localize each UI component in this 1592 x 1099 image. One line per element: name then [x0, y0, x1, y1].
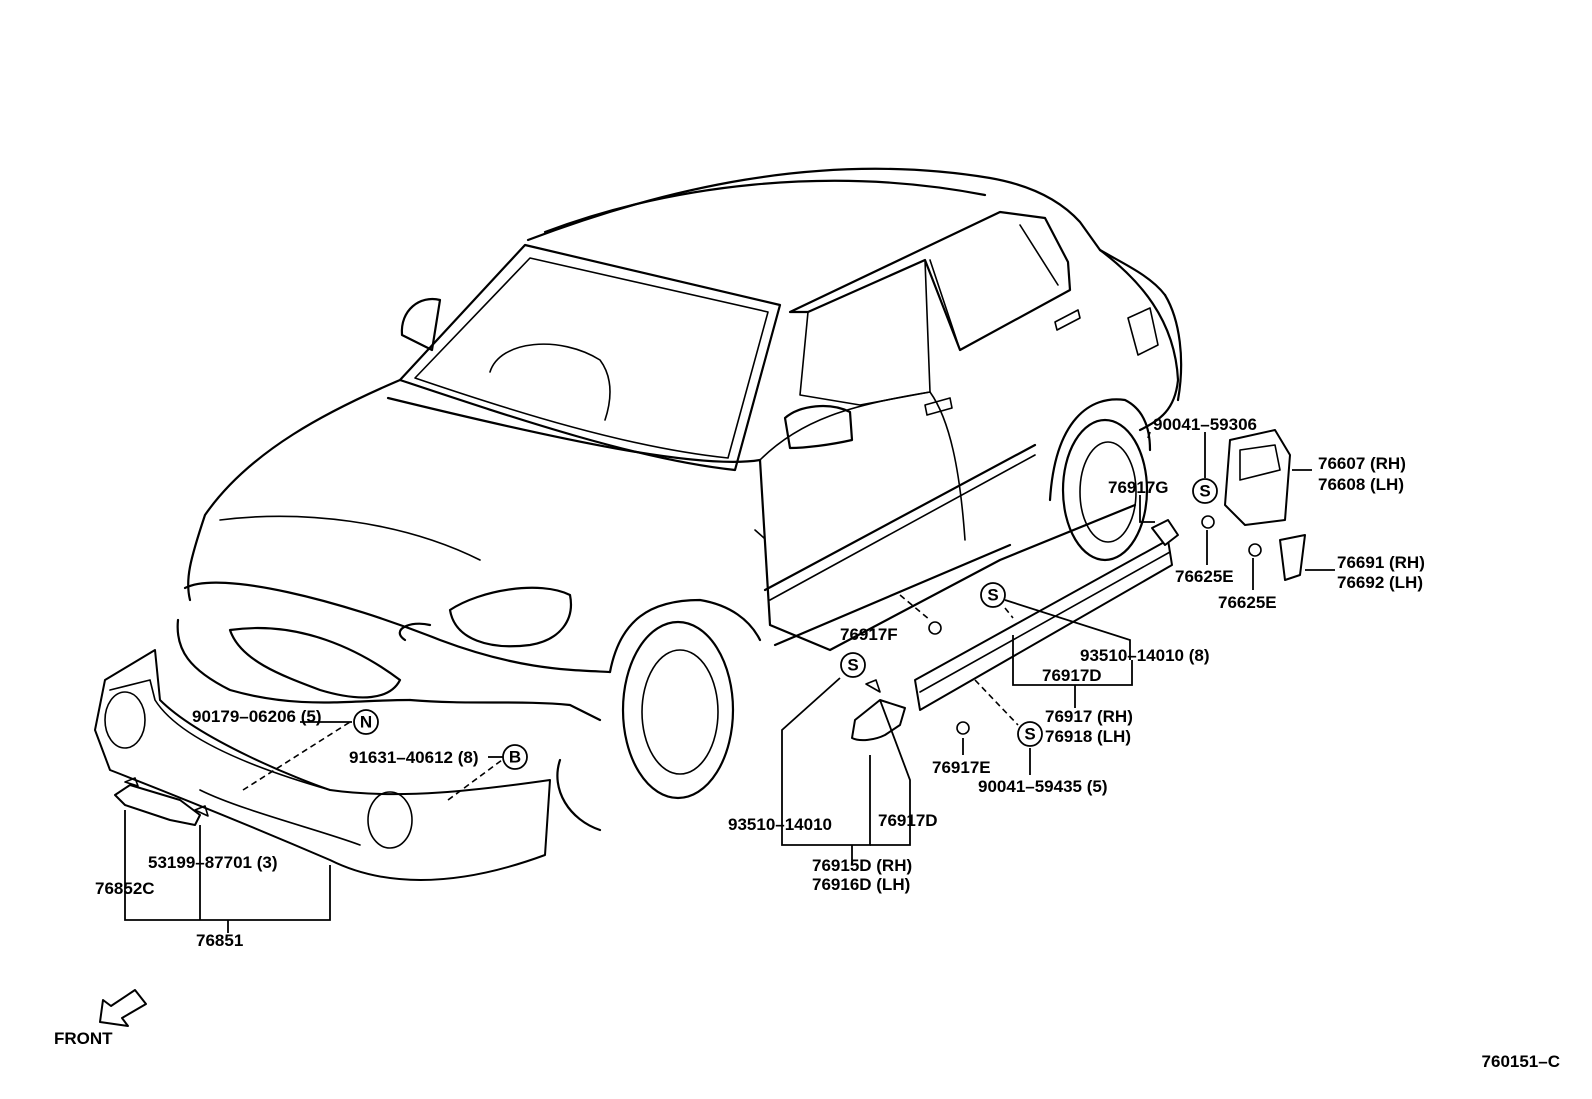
front-arrow-icon — [99, 989, 147, 1027]
label-90041-59435: 90041–59435 (5) — [978, 777, 1108, 796]
rocker-panel-illustration — [914, 519, 1179, 711]
label-90041-59306: 90041–59306 — [1153, 415, 1257, 434]
leader-lines — [124, 431, 1335, 933]
callout-s-mudguard-text: S — [847, 656, 858, 675]
label-76692-lh: 76692 (LH) — [1337, 573, 1423, 592]
label-76917f: 76917F — [840, 625, 898, 644]
car-body-illustration — [176, 167, 1183, 832]
front-spoiler-illustration — [94, 649, 551, 881]
label-76916d-lh: 76916D (LH) — [812, 875, 910, 894]
label-76918-lh: 76918 (LH) — [1045, 727, 1131, 746]
callout-n-text: N — [360, 713, 372, 732]
fasteners-illustration — [928, 515, 1262, 735]
callout-s-rocker: S — [980, 582, 1006, 608]
callout-s-rear-text: S — [1199, 482, 1210, 501]
callout-s-lower: S — [1017, 721, 1043, 747]
label-76917g: 76917G — [1108, 478, 1169, 497]
label-93510-14010: 93510–14010 — [728, 815, 832, 834]
label-76917-rh: 76917 (RH) — [1045, 707, 1133, 726]
callout-s-rear: S — [1192, 478, 1218, 504]
label-76915d-rh: 76915D (RH) — [812, 856, 912, 875]
callout-n: N — [353, 709, 379, 735]
label-76625e-a: 76625E — [1175, 567, 1234, 586]
label-76917d-b: 76917D — [878, 811, 938, 830]
label-76608-lh: 76608 (LH) — [1318, 475, 1404, 494]
callout-s-mudguard: S — [840, 652, 866, 678]
mud-guard-rear-illustration — [1224, 429, 1306, 581]
diagram-code: 760151–C — [1482, 1052, 1560, 1071]
label-90179-06206: 90179–06206 (5) — [192, 707, 322, 726]
label-91631-40612: 91631–40612 (8) — [349, 748, 479, 767]
front-label: FRONT — [54, 1029, 113, 1048]
label-76851: 76851 — [196, 931, 243, 950]
label-76607-rh: 76607 (RH) — [1318, 454, 1406, 473]
mud-guard-front-illustration — [851, 679, 906, 742]
callout-b-text: B — [509, 748, 521, 767]
label-76917d-a: 76917D — [1042, 666, 1102, 685]
label-76852c: 76852C — [95, 879, 155, 898]
label-76691-rh: 76691 (RH) — [1337, 553, 1425, 572]
label-93510-14010-8: 93510–14010 (8) — [1080, 646, 1210, 665]
label-76917e: 76917E — [932, 758, 991, 777]
callout-s-rocker-text: S — [987, 586, 998, 605]
callout-b: B — [502, 744, 528, 770]
label-76625e-b: 76625E — [1218, 593, 1277, 612]
label-53199-87701: 53199–87701 (3) — [148, 853, 278, 872]
callout-s-lower-text: S — [1024, 725, 1035, 744]
